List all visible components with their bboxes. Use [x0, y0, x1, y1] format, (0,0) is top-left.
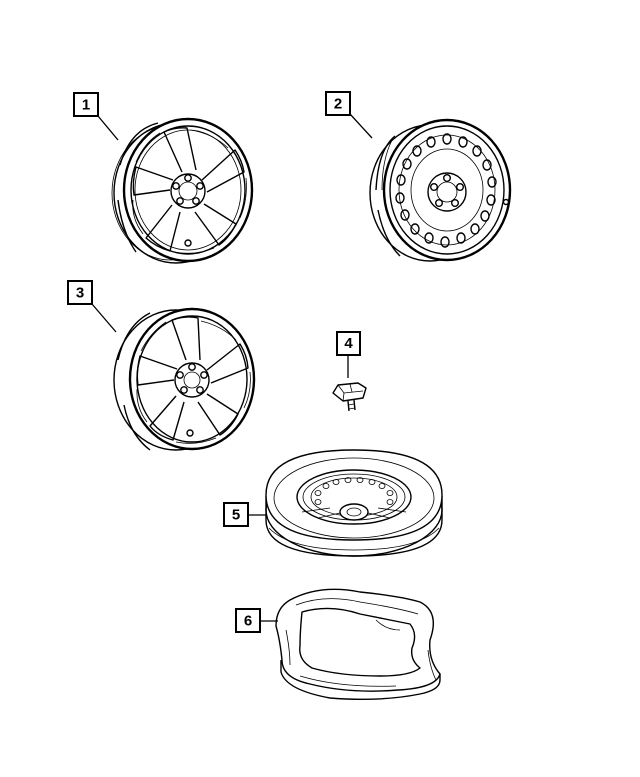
hub-cap-bolt-icon — [332, 382, 367, 412]
callout-box-6 — [235, 608, 261, 633]
spare-tire-tray-icon — [275, 588, 441, 701]
part-5-spare-tire[interactable]: 5 — [223, 449, 443, 557]
part-4-hub-cap-bolt[interactable]: 4 — [332, 331, 367, 412]
steel-wheel-icon — [369, 118, 512, 262]
callout-label-2: 2 — [334, 96, 342, 113]
callout-box-3 — [67, 280, 93, 305]
callout-box-2 — [325, 91, 351, 116]
alloy-wheel-icon — [113, 307, 256, 451]
part-2-steel-wheel[interactable]: 2 — [325, 91, 512, 262]
callout-label-6: 6 — [244, 613, 252, 630]
callout-label-1: 1 — [82, 97, 90, 114]
callout-label-5: 5 — [232, 507, 240, 524]
callout-box-4 — [336, 331, 361, 356]
part-6-spare-tire-tray[interactable]: 6 — [235, 588, 441, 701]
alloy-wheel-icon — [111, 117, 254, 264]
callout-box-1 — [73, 92, 99, 117]
spare-tire-icon — [265, 449, 443, 557]
part-3-alloy-wheel[interactable]: 3 — [67, 280, 256, 451]
callout-label-3: 3 — [76, 285, 84, 302]
part-1-alloy-wheel[interactable]: 1 — [73, 92, 254, 264]
callout-label-4: 4 — [344, 335, 353, 352]
callout-box-5 — [223, 502, 249, 527]
